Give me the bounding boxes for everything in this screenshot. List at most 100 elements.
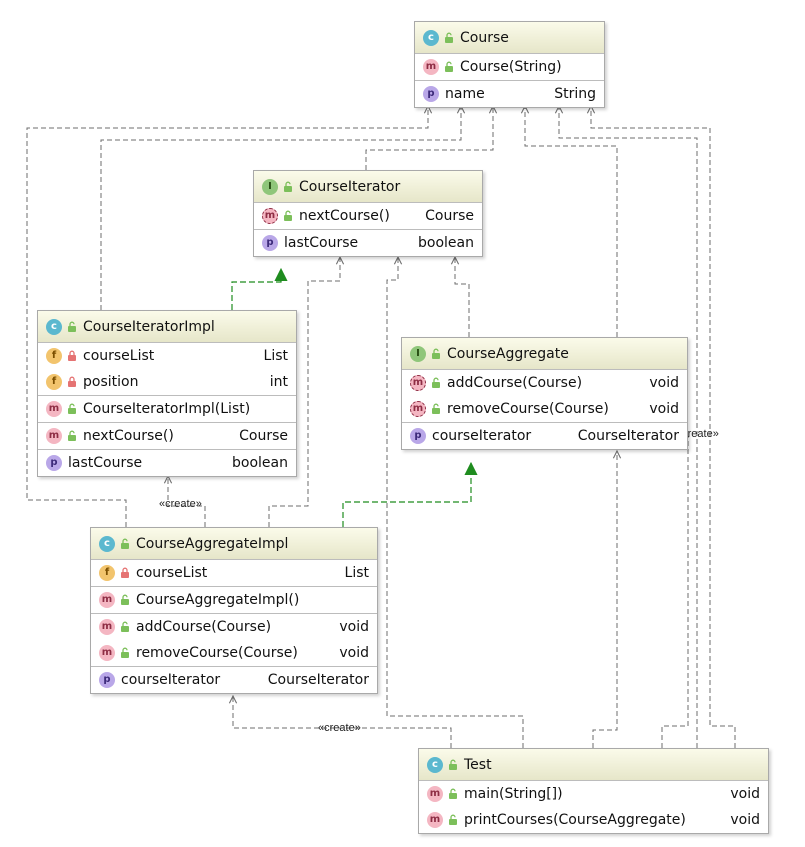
edge-courseaggregate-to-courseiterator xyxy=(455,257,470,337)
realize-aggregateimpl-courseaggregate xyxy=(342,461,478,527)
method-icon: m xyxy=(99,645,115,661)
class-name: CourseIteratorImpl xyxy=(83,318,215,335)
member-courseiterator[interactable]: p courseIterator CourseIterator xyxy=(402,423,687,449)
member-type: void xyxy=(339,619,369,635)
public-visibility-icon xyxy=(448,759,458,771)
member-type: void xyxy=(730,786,760,802)
member-type: int xyxy=(269,374,288,390)
public-visibility-icon xyxy=(120,594,130,606)
member-type: List xyxy=(263,348,288,364)
member-type: boolean xyxy=(232,455,288,471)
method-icon: m xyxy=(262,208,278,224)
property-icon: p xyxy=(423,86,439,102)
member-signature: courseIterator xyxy=(121,672,221,688)
method-icon: m xyxy=(46,401,62,417)
member-signature: courseList xyxy=(83,348,155,364)
member-signature: nextCourse() xyxy=(83,428,174,444)
public-visibility-icon xyxy=(448,788,458,800)
member-main-string[interactable]: m main(String[]) void xyxy=(419,781,768,807)
private-visibility-icon xyxy=(67,350,77,362)
member-type: CourseIterator xyxy=(267,672,369,688)
member-type: Course xyxy=(425,208,474,224)
member-signature: CourseIteratorImpl(List) xyxy=(83,401,251,417)
property-icon: p xyxy=(410,428,426,444)
class-name: CourseAggregateImpl xyxy=(136,535,289,552)
member-signature: main(String[]) xyxy=(464,786,563,802)
public-visibility-icon xyxy=(444,61,454,73)
member-signature: name xyxy=(445,86,485,102)
member-type: void xyxy=(649,375,679,391)
edge-test-to-courseaggregate-2 xyxy=(661,436,689,748)
member-signature: addCourse(Course) xyxy=(447,375,583,391)
create-label-aggregateimpl: «create» xyxy=(318,722,361,734)
member-section: m main(String[]) void m printCourses(CourseA… xyxy=(419,781,768,833)
method-icon: m xyxy=(427,812,443,828)
member-section: p courseIterator CourseIterator xyxy=(402,423,687,449)
member-type: boolean xyxy=(418,235,474,251)
class-icon: c xyxy=(423,29,439,46)
member-signature: removeCourse(Course) xyxy=(447,401,609,417)
edge-test-to-course-1 xyxy=(559,106,698,748)
member-signature: courseIterator xyxy=(432,428,532,444)
member-signature: lastCourse xyxy=(68,455,143,471)
field-icon: f xyxy=(46,374,62,390)
public-visibility-icon xyxy=(431,348,441,360)
public-visibility-icon xyxy=(120,647,130,659)
public-visibility-icon xyxy=(67,321,77,333)
realize-iteratorimpl-courseiterator xyxy=(231,267,288,310)
field-icon: f xyxy=(99,565,115,581)
member-courseiteratorimpl-list[interactable]: m CourseIteratorImpl(List) xyxy=(38,396,296,422)
public-visibility-icon xyxy=(444,32,454,44)
edge-aggregateimpl-create-iteratorimpl xyxy=(168,476,206,527)
create-label-iteratorimpl: «create» xyxy=(159,498,202,510)
member-type: CourseIterator xyxy=(577,428,679,444)
member-signature: courseList xyxy=(136,565,208,581)
member-signature: CourseAggregateImpl() xyxy=(136,592,300,608)
member-courselist[interactable]: f courseList List xyxy=(38,343,296,369)
class-icon: c xyxy=(99,535,115,552)
field-icon: f xyxy=(46,348,62,364)
member-signature: printCourses(CourseAggregate) xyxy=(464,812,686,828)
method-icon: m xyxy=(99,619,115,635)
method-icon: m xyxy=(427,786,443,802)
class-header[interactable]: c CourseAggregateImpl xyxy=(91,528,377,560)
member-section: m CourseIteratorImpl(List) xyxy=(38,396,296,423)
interface-icon: I xyxy=(410,345,426,362)
public-visibility-icon xyxy=(120,621,130,633)
edge-test-to-course-2 xyxy=(591,106,736,748)
